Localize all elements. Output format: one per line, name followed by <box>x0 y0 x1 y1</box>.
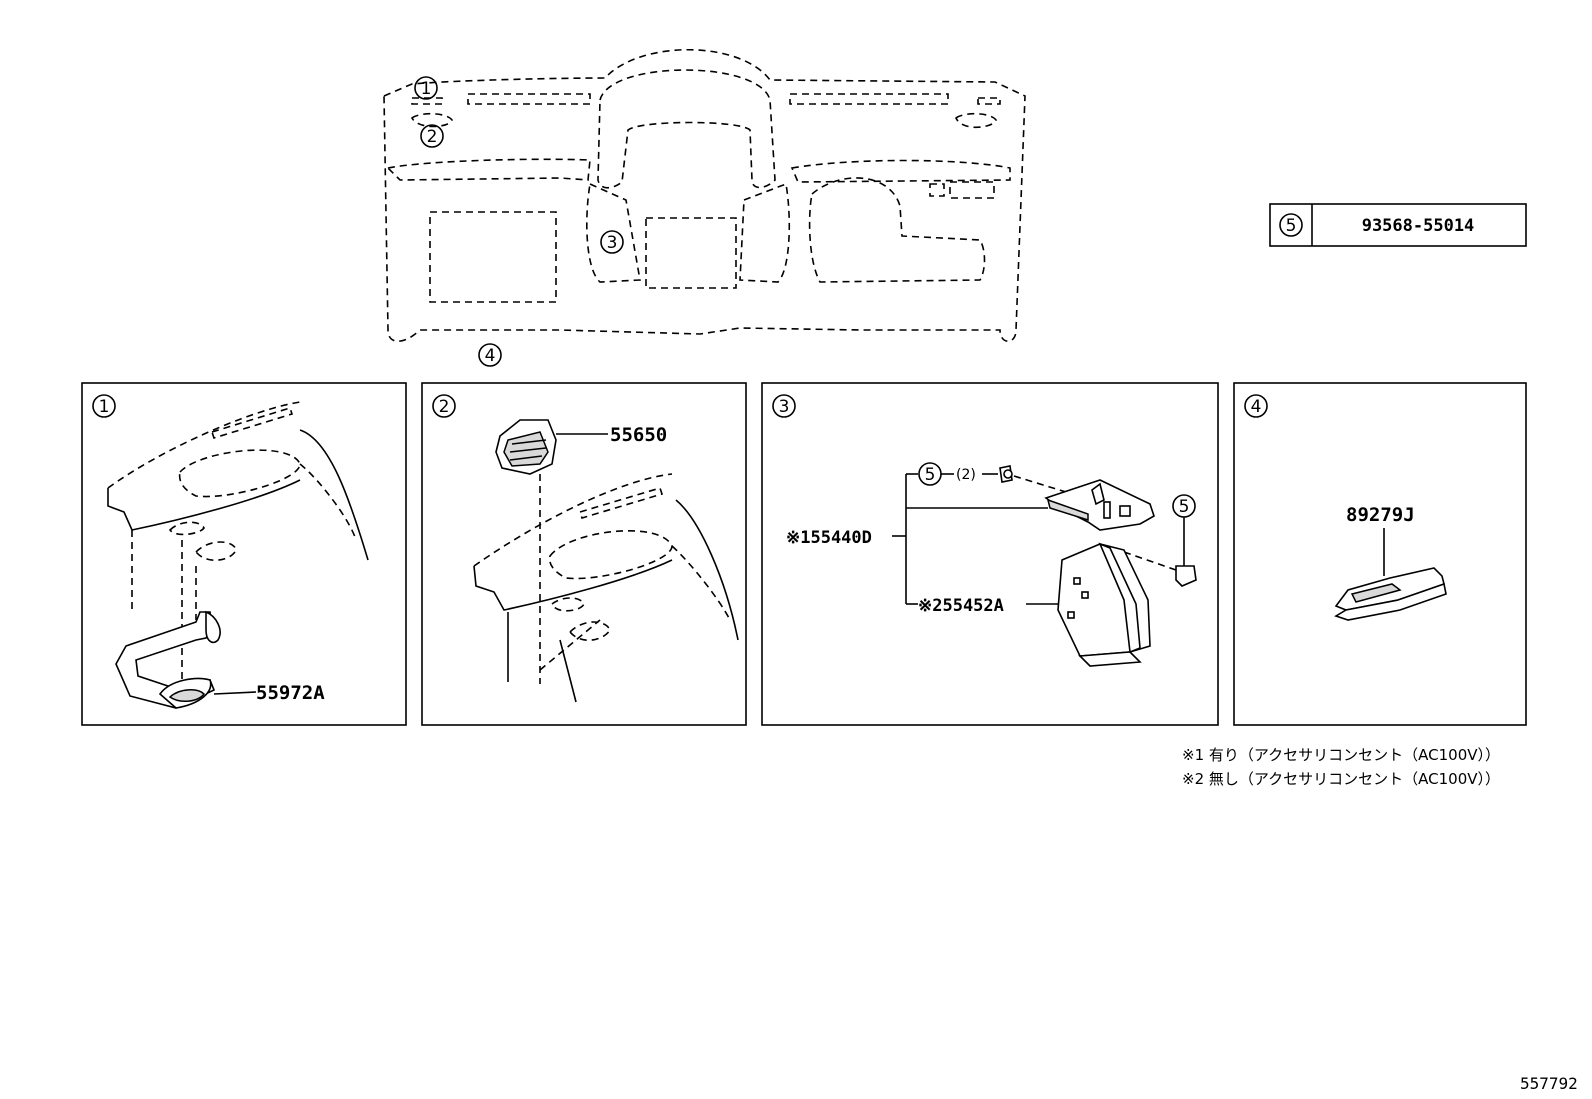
part-89279J-label: 89279J <box>1346 504 1415 526</box>
part-55972A-label: 55972A <box>256 682 325 704</box>
parts-table: 5 93568-55014 <box>1269 203 1527 247</box>
footnote-2: ※2 無し（アクセサリコンセント（AC100V）） <box>1182 770 1500 788</box>
footnote-1: ※1 有り（アクセサリコンセント（AC100V）） <box>1182 746 1500 764</box>
panel-1-ref: 1 <box>99 397 110 417</box>
overview-callout-2: 2 <box>420 124 444 148</box>
detail-panel-1: 1 55972A <box>81 382 407 726</box>
panel-4-ref: 4 <box>1251 397 1262 417</box>
panel-2-ref: 2 <box>439 397 450 417</box>
panel-3-screw-ref-2: 5 <box>1179 497 1190 517</box>
detail-panel-3: 3 5 (2) 5 ※155440D <box>761 382 1219 726</box>
detail-panel-4: 4 89279J <box>1233 382 1527 726</box>
part-55650-label: 55650 <box>610 424 667 446</box>
overview-callout-3: 3 <box>600 230 624 254</box>
parts-table-part-number: 93568-55014 <box>1362 216 1475 236</box>
overview-callout-4: 4 <box>478 343 502 367</box>
panel-3-screw-ref: 5 <box>925 465 936 485</box>
svg-text:1: 1 <box>421 79 432 99</box>
part-55440D-label: ※155440D <box>786 528 872 548</box>
svg-text:2: 2 <box>427 127 438 147</box>
overview-callout-1: 1 <box>414 76 438 100</box>
part-55452A-label: ※255452A <box>918 596 1004 616</box>
svg-text:3: 3 <box>607 233 618 253</box>
detail-panel-2: 2 55650 <box>421 382 747 726</box>
drawing-number: 557792 <box>1520 1074 1578 1093</box>
svg-text:4: 4 <box>485 346 496 366</box>
panel-3-ref: 3 <box>779 397 790 417</box>
parts-table-ref: 5 <box>1286 216 1297 236</box>
instrument-panel-overview <box>383 49 1026 343</box>
panel-3-screw-qty: (2) <box>956 467 976 483</box>
